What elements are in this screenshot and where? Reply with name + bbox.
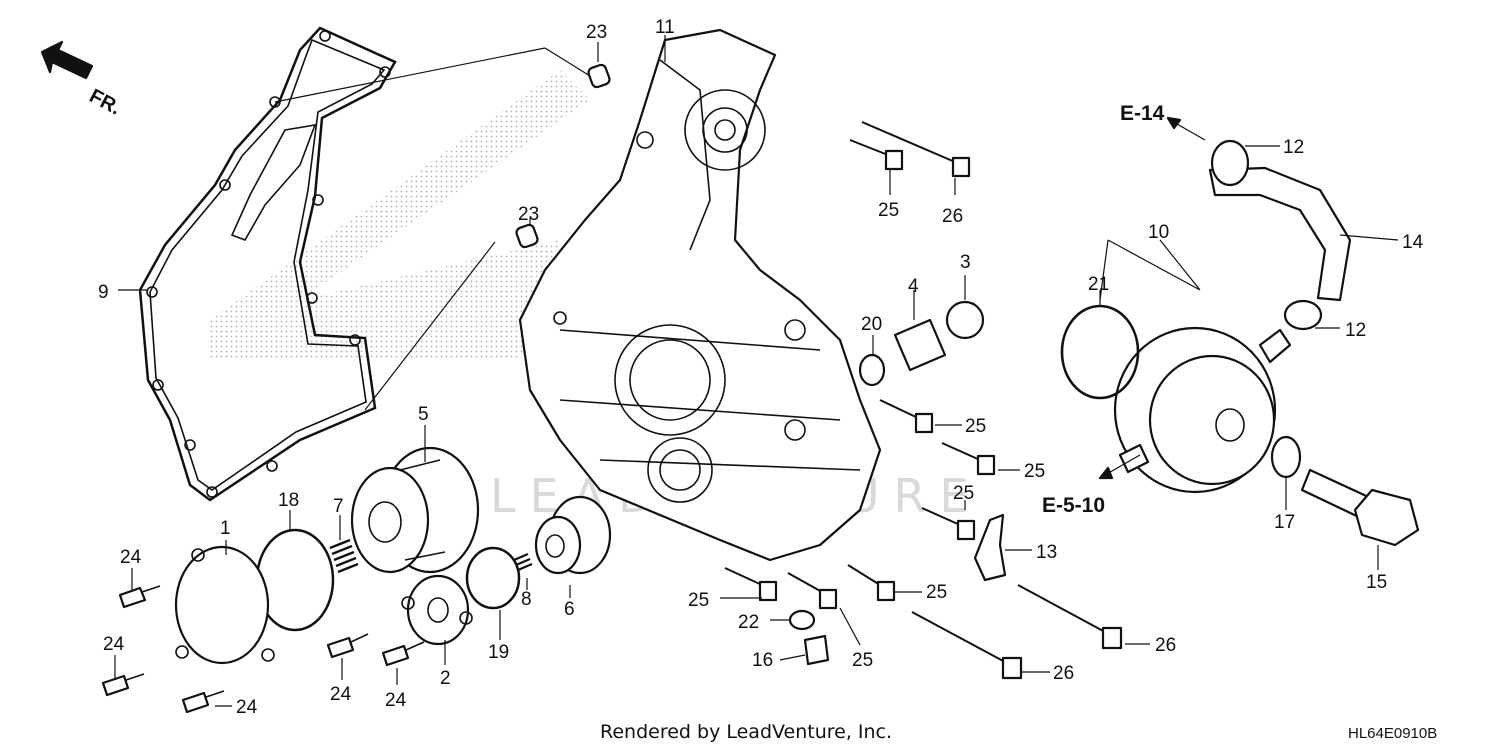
callout-15: 15 — [1366, 572, 1387, 593]
filter-cap — [401, 574, 473, 646]
o-ring — [858, 353, 886, 387]
callout-25b: 25 — [965, 416, 986, 437]
callout-19: 19 — [488, 642, 509, 663]
sealing-washer — [1270, 435, 1302, 479]
callout-17: 17 — [1274, 512, 1295, 533]
oil-filter-cover — [174, 545, 275, 665]
spring — [329, 538, 533, 574]
callout-26c: 26 — [1053, 663, 1074, 684]
oil-strainer — [534, 495, 612, 575]
callout-25f: 25 — [688, 590, 709, 611]
callout-24a: 24 — [120, 547, 142, 568]
callout-6: 6 — [564, 599, 575, 620]
arrowhead — [1166, 116, 1182, 130]
callout-16: 16 — [752, 650, 773, 671]
callout-26a: 26 — [942, 206, 963, 227]
callout-12a: 12 — [1283, 137, 1304, 158]
callout-24d: 24 — [330, 684, 352, 705]
oil-hose — [1208, 166, 1352, 302]
callout-14: 14 — [1402, 232, 1424, 253]
callout-23b: 23 — [518, 204, 539, 225]
reference-e14: E-14 — [1120, 102, 1165, 125]
callout-25d: 25 — [953, 483, 974, 504]
callout-18: 18 — [278, 490, 299, 511]
cap-nut — [945, 300, 985, 340]
diagram-code: HL64E0910B — [1348, 725, 1437, 742]
front-label: FR. — [86, 85, 125, 120]
callout-24c: 24 — [236, 697, 258, 718]
gasket — [138, 26, 397, 502]
callout-7: 7 — [333, 496, 344, 517]
dowel-pin — [587, 63, 611, 89]
hose-clamp — [1283, 299, 1323, 331]
o-ring — [465, 546, 521, 610]
oil-cooler — [1113, 326, 1292, 494]
callout-24e: 24 — [385, 690, 407, 711]
sealing-washer — [788, 609, 816, 631]
callout-25g: 25 — [852, 650, 873, 671]
callout-25a: 25 — [878, 200, 899, 221]
arrowhead — [1098, 466, 1114, 480]
callout-21: 21 — [1088, 274, 1109, 295]
callout-12b: 12 — [1345, 320, 1366, 341]
oil-filter — [350, 446, 480, 574]
oil-pipe-joint — [893, 318, 947, 372]
callout-13: 13 — [1036, 542, 1057, 563]
callout-22: 22 — [738, 612, 759, 633]
callout-labels: 1 2 3 4 5 6 7 8 9 10 11 12 12 13 14 15 1… — [98, 17, 1424, 718]
stay — [973, 513, 1007, 582]
callout-24b: 24 — [103, 634, 125, 655]
callout-23a: 23 — [586, 22, 607, 43]
oil-bolt — [1300, 468, 1420, 547]
callout-10: 10 — [1148, 222, 1169, 243]
drain-plug — [803, 634, 830, 666]
reference-e5-10: E-5-10 — [1042, 494, 1105, 517]
callout-4: 4 — [908, 276, 919, 297]
flange-bolt — [724, 121, 1123, 680]
dowel-pin — [515, 223, 539, 249]
callout-25c: 25 — [1024, 461, 1045, 482]
callout-3: 3 — [960, 252, 971, 273]
hose-clamp — [1210, 139, 1250, 187]
flange-bolt — [101, 585, 425, 714]
footer-credit: Rendered by LeadVenture, Inc. — [600, 721, 892, 743]
crankcase-cover — [518, 28, 882, 562]
callout-11: 11 — [655, 17, 675, 38]
callout-20: 20 — [861, 314, 882, 335]
o-ring — [1060, 304, 1140, 400]
callout-8: 8 — [521, 589, 532, 610]
callout-2: 2 — [440, 668, 451, 689]
callout-26b: 26 — [1155, 635, 1176, 656]
callout-1: 1 — [220, 518, 231, 539]
callout-25e: 25 — [926, 582, 947, 603]
leader-lines — [114, 35, 1399, 707]
callout-9: 9 — [98, 282, 109, 303]
callout-5: 5 — [418, 404, 429, 425]
front-direction-arrow: FR. — [40, 40, 125, 120]
reference-arrow — [1104, 454, 1141, 476]
